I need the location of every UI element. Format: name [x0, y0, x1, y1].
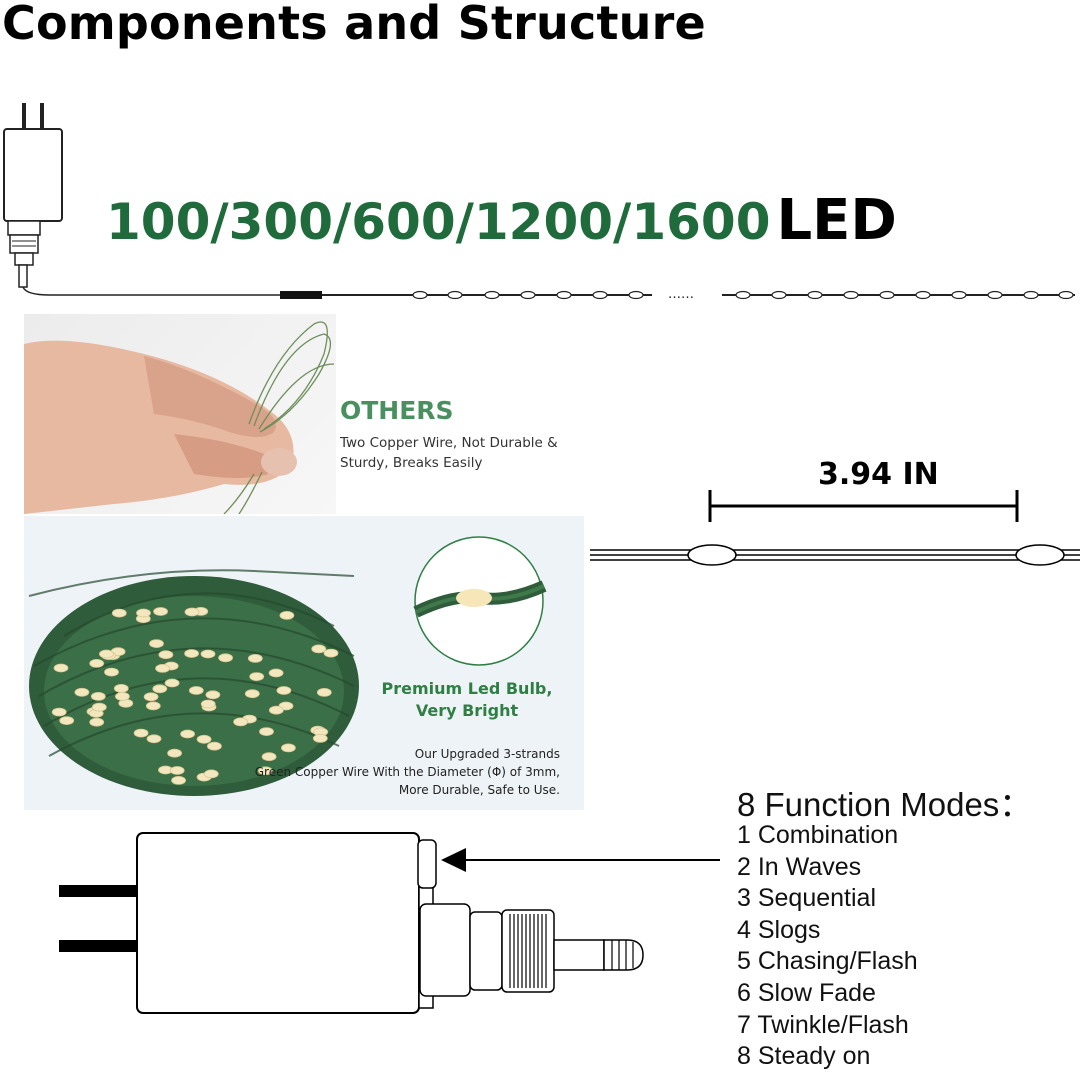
page-title: Components and Structure: [2, 0, 706, 50]
mode-item-8: 8 Steady on: [737, 1042, 871, 1071]
coil-led-dot: [169, 766, 185, 775]
coil-led-dot: [143, 692, 159, 702]
bulb-spacing-diagram: [590, 490, 1080, 566]
coil-led-dot: [280, 743, 296, 753]
upgraded-line-3: More Durable, Safe to Use.: [398, 783, 560, 797]
mode-button: [417, 839, 437, 889]
coil-led-dot: [268, 705, 284, 715]
coil-led-dot: [316, 687, 332, 697]
upgraded-line-1: Our Upgraded 3-strands: [414, 747, 560, 761]
coil-led-dot: [153, 607, 169, 616]
coil-led-dot: [59, 716, 75, 726]
others-description: Two Copper Wire, Not Durable & Sturdy, B…: [340, 433, 580, 473]
small-adapter-icon: [3, 103, 280, 296]
coil-led-dot: [312, 733, 328, 743]
premium-line-1: Premium Led Bulb,: [381, 679, 553, 698]
coil-led-dot: [200, 649, 216, 659]
coil-led-dot: [158, 650, 174, 660]
coil-led-dot: [247, 653, 263, 663]
others-line-2: Sturdy, Breaks Easily: [340, 455, 483, 471]
coil-led-dot: [323, 648, 339, 658]
coil-led-dot: [149, 639, 164, 648]
adapter-box: [136, 832, 420, 1014]
coil-led-dot: [188, 686, 204, 695]
coil-led-dot: [203, 769, 219, 779]
coil-led-dot: [99, 649, 114, 659]
coil-led-dot: [196, 734, 212, 744]
mode-item-2: 2 In Waves: [737, 852, 862, 881]
upgraded-line-2: Green Copper Wire With the Diameter (Φ) …: [254, 765, 560, 779]
mode-item-1: 1 Combination: [737, 821, 899, 849]
mode-item-7: 7 Twinkle/Flash: [737, 1010, 909, 1039]
coil-led-dot: [111, 608, 127, 618]
coil-led-dot: [167, 748, 183, 758]
coil-led-dot: [259, 727, 274, 737]
coil-led-dot: [268, 668, 284, 678]
mode-item-5: 5 Chasing/Flash: [737, 947, 918, 976]
string-light-diagram: ……: [3, 103, 1075, 302]
coil-led-dot: [257, 766, 273, 776]
bulb-left: [687, 544, 737, 566]
coil-led-dot: [136, 608, 151, 618]
coil-led-dot: [155, 663, 171, 673]
coil-led-dot: [133, 728, 149, 738]
mode-item-6: 6 Slow Fade: [737, 978, 876, 1007]
coil-led-dot: [89, 658, 105, 668]
led-count-values: 100/300/600/1200/1600: [106, 193, 771, 251]
coil-led-dot: [91, 702, 107, 712]
others-line-1: Two Copper Wire, Not Durable &: [340, 435, 558, 451]
coil-led-dot: [53, 663, 69, 673]
arrow-icon: [441, 848, 720, 872]
mode-item-4: 4 Slogs: [737, 915, 821, 944]
coil-led-dot: [249, 672, 265, 682]
coil-led-dot: [152, 684, 168, 694]
coil-led-dot: [164, 678, 180, 688]
coil-led-dot: [261, 752, 277, 762]
led-bulbs: [412, 290, 1074, 300]
coil-led-dot: [276, 686, 292, 695]
coil-led-dot: [146, 734, 162, 744]
coil-led-dot: [206, 741, 222, 751]
coil-led-dot: [184, 649, 200, 658]
others-wire-photo: [24, 314, 336, 514]
coil-led-dot: [218, 653, 234, 663]
power-adapter-diagram: [59, 832, 644, 1014]
coil-led-dot: [205, 690, 221, 700]
premium-bulb-text: Premium Led Bulb, Very Bright: [372, 678, 562, 722]
green-wire-photo: [24, 516, 584, 810]
led-label: LED: [776, 188, 897, 253]
coil-led-dot: [104, 667, 119, 677]
bulb-spacing-label: 3.94 IN: [818, 457, 939, 492]
coil-led-dot: [279, 611, 295, 620]
plug-prong-bottom: [59, 940, 139, 952]
coil-led-dot: [184, 607, 200, 617]
function-modes-list: 1 Combination 2 In Waves 3 Sequential 4 …: [737, 820, 918, 1073]
bulb-right: [1015, 544, 1065, 566]
coil-led-dot: [113, 683, 129, 693]
coil-led-dot: [51, 707, 67, 717]
function-modes-title: 8 Function Modes：: [737, 786, 1033, 823]
coil-led-dot: [180, 729, 196, 739]
coil-led-dot: [145, 701, 161, 711]
mode-item-3: 3 Sequential: [737, 884, 877, 913]
coil-led-dot: [89, 717, 105, 727]
coil-led-dot: [74, 687, 90, 697]
coil-led-dot: [233, 717, 249, 727]
ellipsis-text: ……: [668, 287, 694, 302]
coil-led-dot: [171, 775, 187, 785]
coil-led-dot: [244, 689, 260, 699]
coil-led-dot: [200, 699, 216, 709]
coil-led-dot: [115, 691, 130, 701]
others-title: OTHERS: [340, 396, 454, 425]
upgraded-wire-text: Our Upgraded 3-strands Green Copper Wire…: [250, 745, 560, 799]
coil-led-dot: [311, 644, 327, 654]
plug-prong-top: [59, 885, 139, 897]
premium-line-2: Very Bright: [415, 701, 519, 720]
coil-led-dot: [90, 691, 106, 701]
